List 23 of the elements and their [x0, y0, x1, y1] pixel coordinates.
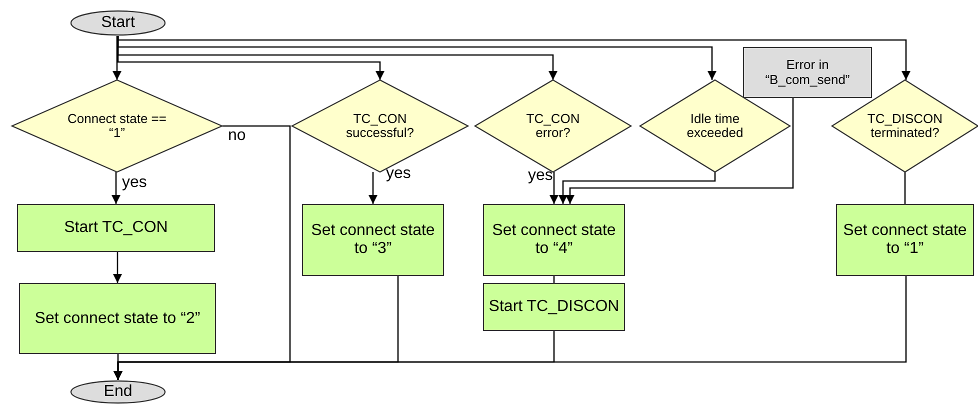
flow-arrow	[114, 275, 907, 380]
flow-arrow	[112, 172, 120, 204]
process-box: Set connect state to “1”	[836, 204, 974, 276]
decision-diamond: Connect state == “1”	[12, 80, 222, 172]
flow-arrow	[113, 252, 122, 283]
process-box: Start TC_CON	[17, 204, 215, 252]
process-box: Set connect state to “3”	[302, 204, 444, 276]
process-box: Set connect state to “4”	[483, 204, 625, 276]
flow-arrow	[558, 172, 716, 204]
terminator-ellipse: Start	[70, 10, 166, 36]
event-box: Error in “B_com_send”	[743, 47, 872, 98]
flow-arrow	[566, 98, 794, 204]
flow-arrow	[112, 36, 122, 80]
terminator-ellipse: End	[70, 380, 166, 404]
decision-diamond: TC_CON error?	[475, 80, 631, 172]
flow-arrow	[368, 172, 378, 204]
process-box: Start TC_DISCON	[483, 283, 625, 331]
flow-arrow	[550, 172, 558, 204]
edge-label: yes	[122, 175, 147, 191]
connector-line	[904, 172, 906, 204]
flow-arrow	[117, 36, 910, 80]
edge-label: yes	[386, 166, 411, 182]
process-box: Set connect state to “2”	[19, 283, 216, 354]
